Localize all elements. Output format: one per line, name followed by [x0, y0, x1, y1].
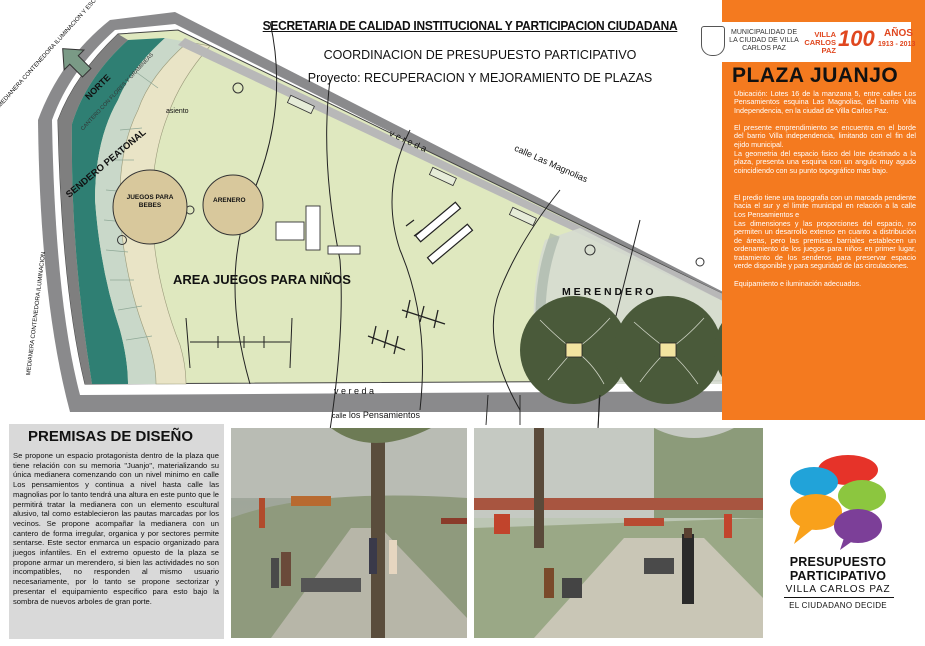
cantero-band	[71, 38, 165, 384]
calle-prefix: calle	[332, 413, 347, 420]
municipality-banner	[696, 22, 911, 62]
render-photo-2-art	[474, 428, 763, 638]
logo-line2: PARTICIPATIVO	[789, 569, 887, 583]
header-secretaria: SECRETARIA DE CALIDAD INSTITUCIONAL Y PA…	[262, 18, 678, 33]
render-photo-2	[474, 428, 763, 638]
vereda-bottom-label: v e r e d a	[334, 386, 375, 396]
plaza-p2: El presente emprendimiento se encuentra …	[734, 123, 916, 149]
north-arrow-icon	[62, 48, 92, 78]
sendero-band	[95, 38, 188, 384]
anniversary-city: VILLA CARLOS PAZ	[804, 30, 836, 55]
medianera-wall	[58, 34, 128, 384]
plaza-p4: El predio tiene una topografia con un ma…	[734, 193, 916, 219]
plaza-p5: Las dimensiones y las proporciones del e…	[734, 219, 916, 271]
anniversary-word: AÑOS	[884, 28, 913, 39]
plaza-p3: La geometria del espacio fisico del lote…	[734, 149, 916, 175]
plaza-title: PLAZA JUANJO	[732, 64, 899, 87]
logo-line4: EL CIUDADANO DECIDE	[789, 601, 887, 610]
plaza-p1: Ubicación: Lotes 16 de la manzana 5, ent…	[734, 89, 916, 115]
description-panel	[722, 0, 925, 420]
vereda-top	[178, 38, 900, 381]
juegos-bebes-area	[112, 169, 188, 245]
municipality-text: MUNICIPALIDAD DE LA CIUDAD DE VILLA CARL…	[729, 29, 799, 52]
logo-line3: VILLA CARLOS PAZ	[785, 584, 891, 595]
path-curve-2	[326, 79, 342, 431]
premisas-box	[9, 424, 224, 639]
calle-name: los Pensamientos	[348, 410, 420, 420]
logo-divider	[784, 597, 894, 598]
arenero-area	[202, 174, 264, 236]
cantero-flores	[119, 41, 211, 385]
arenero-label: ARENERO	[213, 197, 246, 204]
render-photo-1-art	[231, 428, 467, 638]
plaza-p6: Equipamiento e iluminación adecuados.	[734, 279, 862, 288]
calle-pensamientos-label: calle los Pensamientos	[332, 410, 420, 420]
render-photo-1	[231, 428, 467, 638]
speech-bubbles-logo-icon	[790, 455, 886, 550]
anniversary-years: 1913 - 2013	[878, 41, 916, 48]
premisas-title: PREMISAS DE DISEÑO	[28, 428, 194, 445]
municipal-crest-icon	[701, 26, 725, 56]
asiento-label: asiento	[166, 108, 189, 115]
header-coordinacion: COORDINACION DE PRESUPUESTO PARTICIPATIV…	[323, 48, 637, 62]
path-curve-4	[492, 189, 561, 411]
premisas-text: Se propone un espacio protagonista dentr…	[13, 451, 219, 606]
logo-line1: PRESUPUESTO	[789, 555, 887, 569]
merendero-label: M E R E N D E R O	[562, 286, 654, 298]
header-proyecto: Proyecto: RECUPERACION Y MEJORAMIENTO DE…	[307, 71, 653, 85]
area-juegos-label: AREA JUEGOS PARA NIÑOS	[173, 272, 351, 287]
path-curve-3	[391, 129, 423, 411]
juegos-bebes-label: JUEGOS PARA BEBES	[126, 194, 174, 209]
anniversary-number: 100	[838, 26, 875, 51]
